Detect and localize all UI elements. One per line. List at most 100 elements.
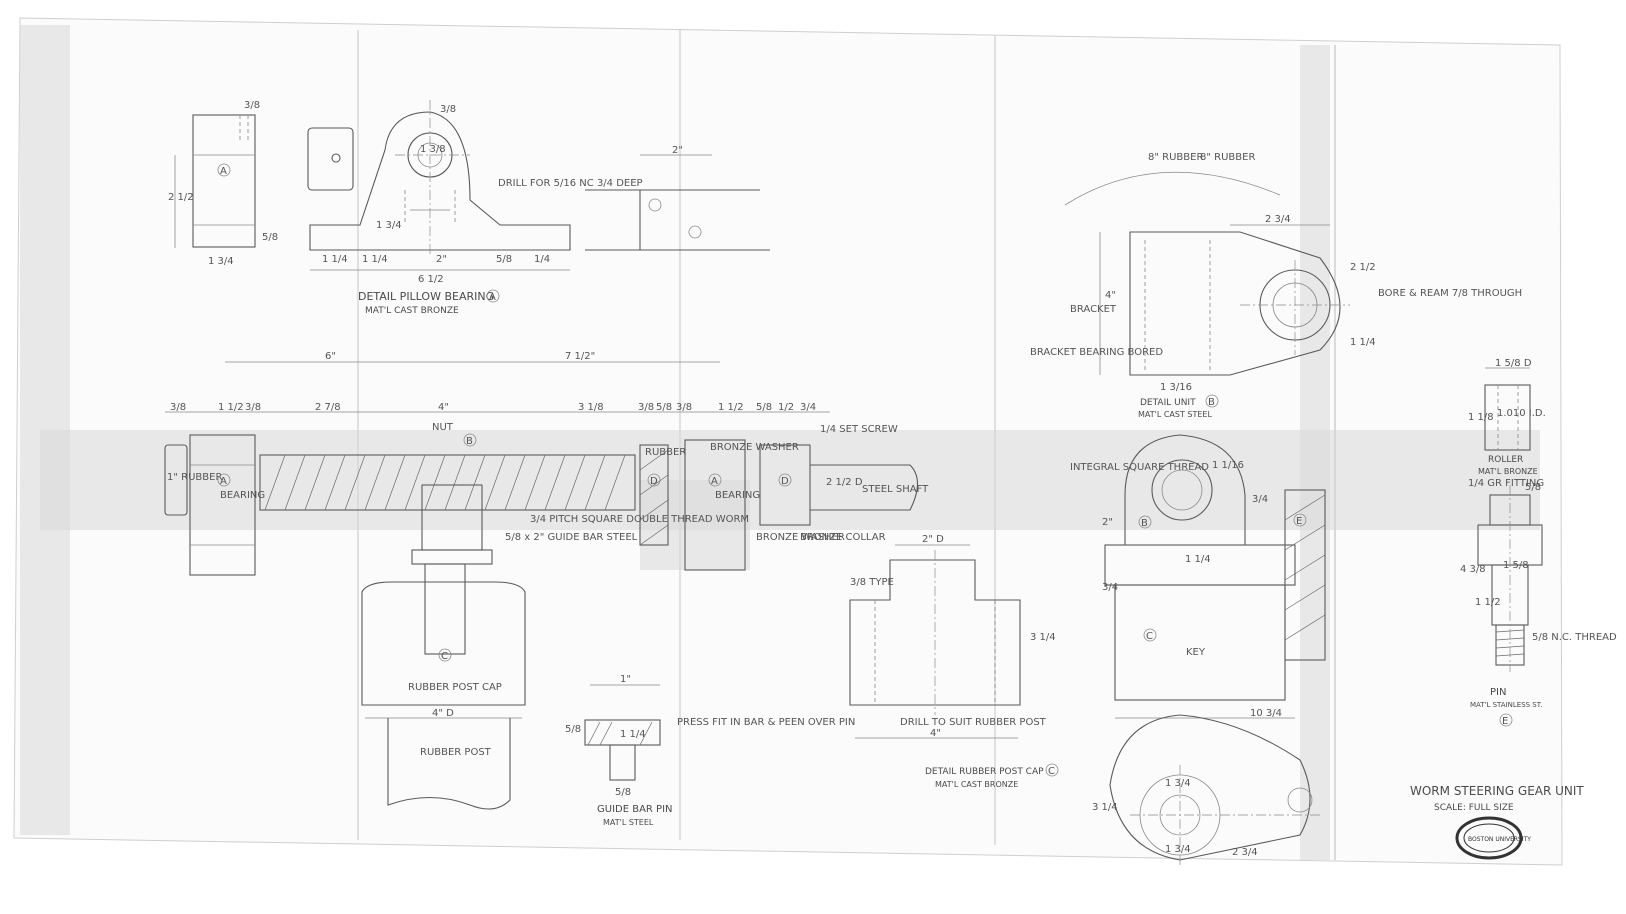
pillow-dim-d14: 1 3/8 — [420, 144, 446, 155]
unit-b-outline — [1129, 231, 1341, 376]
pin-dim-c: 1 5/8 — [1503, 560, 1529, 571]
roller-dim-top: 1 5/8 D — [1495, 358, 1532, 369]
pillow-dim-d3: 1 3/4 — [208, 256, 234, 267]
unit-b-dim-e: 1 1/4 — [1350, 337, 1376, 348]
unit-b-caption-ref: B — [1208, 397, 1215, 408]
section-label-b: B — [1141, 518, 1148, 529]
left-bearing — [189, 434, 256, 576]
pillow-dim-d2: 2 1/2 — [168, 192, 194, 203]
gbp-caption: GUIDE BAR PIN — [597, 804, 673, 815]
section-bore — [1151, 459, 1213, 521]
roller-body — [1484, 384, 1531, 451]
pin-dim-d: 1 1/2 — [1475, 597, 1501, 608]
assembly-dim-6: 6" — [325, 351, 336, 362]
assembly-dim-r12: 3/4 — [800, 402, 816, 413]
section-label-c: C — [1146, 631, 1153, 642]
gbp-dim-top: 1" — [620, 674, 631, 685]
section-dim-bottom: 10 3/4 — [1250, 708, 1282, 719]
post-stem — [424, 563, 466, 655]
assembly-label-b1: B — [466, 436, 473, 447]
dia-label: 2 1/2 D — [826, 477, 863, 488]
rpc-dim-top: 2" D — [922, 534, 944, 545]
collar-label: BRONZE COLLAR — [800, 532, 886, 543]
plan-dim-r2: 1 3/4 — [1165, 844, 1191, 855]
assembly-dim-r10: 5/8 — [756, 402, 772, 413]
pillow-dim-d11: 1 3/4 — [376, 220, 402, 231]
section-view: INTEGRAL SQUARE THREAD B C KEY E 3/4 1 1… — [1070, 434, 1326, 719]
gbp-dim-head: 1 1/4 — [620, 729, 646, 740]
pillow-side-view — [192, 114, 256, 248]
pillow-drill-note: DRILL FOR 5/16 NC 3/4 DEEP — [498, 178, 643, 189]
plan-outline — [1109, 714, 1311, 861]
assembly-dim-r4: 4" — [438, 402, 449, 413]
worm-assembly: 6" 7 1/2" 3/8 1 1/2 3/8 2 7/8 4" 3 1/8 3… — [164, 351, 929, 810]
post-diameter: 4" D — [432, 708, 454, 719]
rubber-post-cap — [361, 581, 526, 706]
section-dim-d: 3/4 — [1102, 582, 1118, 593]
section-key: KEY — [1186, 647, 1206, 658]
assembly-label-a2: A — [711, 476, 718, 487]
rpc-dim-left: 3/8 TYPE — [850, 577, 894, 588]
rpc-dim-height: 3 1/4 — [1030, 632, 1056, 643]
assembly-dim-7-1-2: 7 1/2" — [565, 351, 595, 362]
pillow-dim-d7: 1 1/4 — [362, 254, 388, 265]
pin-material: MAT'L STAINLESS ST. — [1470, 701, 1542, 709]
section-dim-c: 1 1/4 — [1185, 554, 1211, 565]
pillow-partial-view — [585, 189, 770, 251]
guide-bar-pin: 1" 5/8 1 1/4 5/8 PRESS FIT IN BAR & PEEN… — [565, 674, 855, 827]
rpc-material: MAT'L CAST BRONZE — [935, 780, 1018, 789]
assembly-label-c1: C — [441, 651, 448, 662]
roller-caption: ROLLER — [1488, 455, 1523, 465]
unit-b-arc — [1064, 171, 1281, 206]
pillow-dim-d4: 5/8 — [262, 232, 278, 243]
assembly-dim-r1: 1 1/2 — [218, 402, 244, 413]
sheet-title: WORM STEERING GEAR UNIT — [1410, 784, 1584, 798]
nut-label: NUT — [432, 422, 454, 433]
pillow-dim-d1: 3/8 — [244, 100, 260, 111]
roller-detail: 1 5/8 D 1 1/8 1.010 I.D. ROLLER MAT'L BR… — [1468, 358, 1546, 476]
gbp-note: PRESS FIT IN BAR & PEEN OVER PIN — [677, 717, 855, 728]
rpc-dim-bot: 4" — [930, 728, 941, 739]
roller-dim-side: 1 1/8 — [1468, 412, 1494, 423]
roller-material: MAT'L BRONZE — [1478, 467, 1538, 476]
rubber-post-label: RUBBER POST — [420, 747, 492, 758]
pillow-front-view — [309, 111, 571, 251]
rubber-block-label: 1" RUBBER — [167, 472, 222, 483]
unit-b-dim-a: 2 3/4 — [1265, 214, 1291, 225]
pillow-dim-d10: 6 1/2 — [418, 274, 444, 285]
set-screw-label: 1/4 SET SCREW — [820, 424, 898, 435]
bronze-washer-label: BRONZE WASHER — [710, 442, 799, 453]
assembly-dim-r3: 2 7/8 — [315, 402, 341, 413]
pin-e-detail: 1/4 GR FITTING 5/8 4 3/8 1 5/8 1 1/2 5/8… — [1460, 478, 1617, 727]
pin-dim-a: 5/8 — [1525, 482, 1541, 493]
shaft-label: STEEL SHAFT — [862, 484, 929, 495]
unit-b-top-right: 8" RUBBER — [1200, 152, 1255, 163]
rubber-end-block — [164, 444, 188, 516]
worm-thread — [259, 454, 636, 511]
rubber-label: RUBBER — [645, 447, 686, 458]
washer2-label: BRONZE WASHER — [756, 532, 845, 543]
right-bearing — [684, 439, 746, 571]
assembly-dim-r9: 1 1/2 — [718, 402, 744, 413]
stamp-text: BOSTON UNIVERSITY — [1468, 836, 1531, 843]
pillow-bearing-detail: A 2 1/2 3/8 1 3/4 5/8 6 1/2 1 1/4 1 1/4 … — [168, 100, 770, 316]
assembly-label-d1: D — [650, 476, 658, 487]
pillow-dim-d6: 5/8 — [496, 254, 512, 265]
pillow-end-block — [307, 127, 354, 191]
pillow-dim-d5: 1 1/4 — [322, 254, 348, 265]
unit-b-dim-c: 1 3/16 — [1160, 382, 1192, 393]
collar-disc — [759, 444, 811, 526]
roller-dim-bore: 1.010 I.D. — [1497, 408, 1546, 419]
stamp-seal — [1455, 816, 1523, 860]
gbp-dim-bot: 5/8 — [615, 787, 631, 798]
section-thread-note: INTEGRAL SQUARE THREAD — [1070, 462, 1209, 473]
unit-b-caption: DETAIL UNIT — [1140, 398, 1196, 408]
assembly-dim-r0: 3/8 — [170, 402, 186, 413]
plan-dim-h: 3 1/4 — [1092, 802, 1118, 813]
section-label-e: E — [1296, 516, 1302, 527]
worm-thread-hatch — [264, 454, 626, 511]
bottom-plan-view: 1 3/4 1 3/4 2 3/4 3 1/4 — [1092, 714, 1320, 865]
rubber-post-cap-detail: 2" D 3/8 TYPE 3 1/4 DRILL TO SUIT RUBBER… — [849, 534, 1059, 789]
rubber-post-cap-label: RUBBER POST CAP — [408, 682, 502, 693]
